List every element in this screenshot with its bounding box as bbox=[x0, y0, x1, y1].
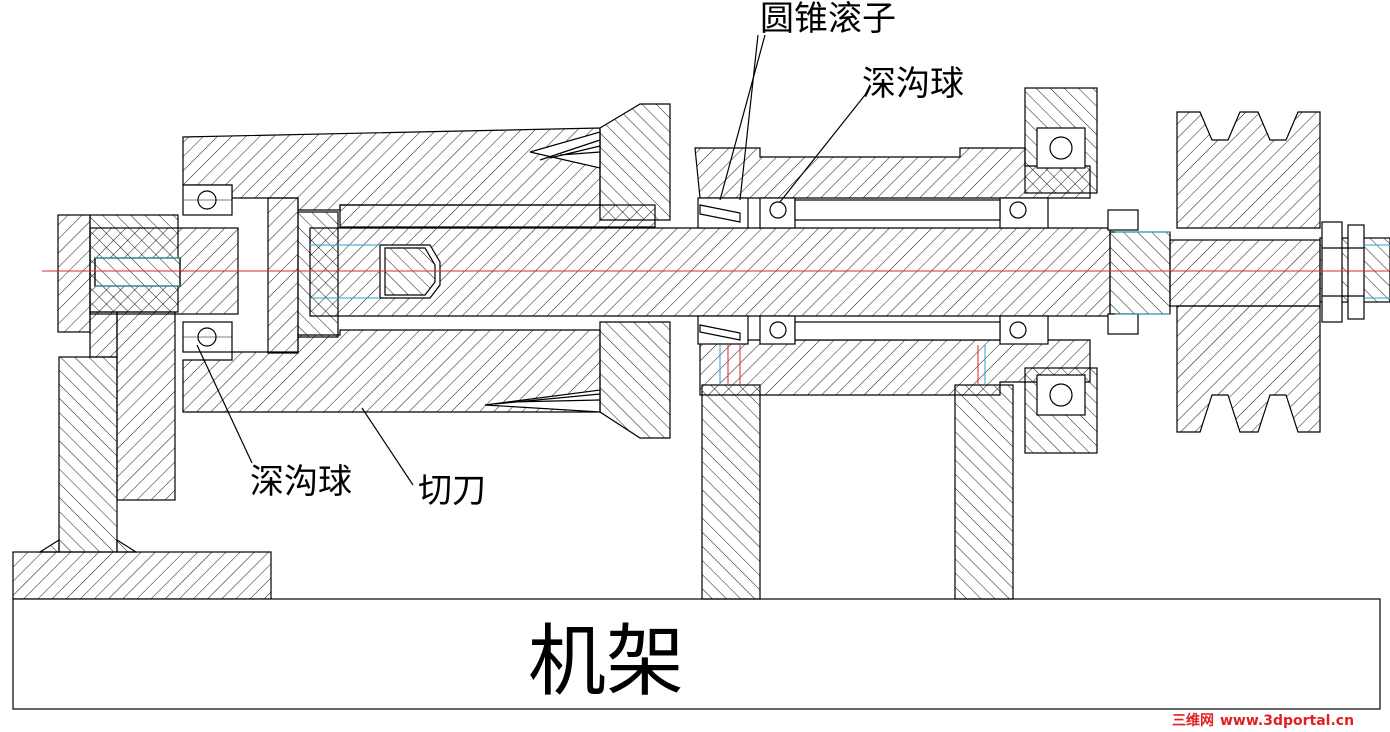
tapered-roller-top bbox=[697, 197, 749, 229]
cutter-housing-upper bbox=[182, 127, 601, 211]
right-bearing-block bbox=[1024, 87, 1098, 454]
middle-housing-lower bbox=[699, 339, 1091, 396]
middle-support-right bbox=[954, 384, 1014, 600]
label-deep-groove-ball-top: 深沟球 bbox=[862, 64, 964, 104]
red-mark-lines bbox=[727, 345, 979, 385]
left-ball-bearing-top bbox=[182, 184, 233, 216]
cutter-housing-lower bbox=[182, 329, 601, 413]
spacer-tube bbox=[794, 199, 1001, 341]
deep-groove-bearing-right-top bbox=[999, 197, 1049, 229]
retaining-ring bbox=[1107, 209, 1139, 335]
label-tapered-roller: 圆锥滚子 bbox=[760, 0, 896, 39]
accent-lines bbox=[95, 231, 1390, 385]
left-bracket bbox=[89, 311, 176, 501]
left-base-plate bbox=[12, 551, 272, 600]
label-cutter: 切刀 bbox=[418, 471, 486, 511]
cutter-flange bbox=[599, 103, 671, 439]
deep-groove-bearing-right-bottom bbox=[999, 315, 1049, 345]
middle-support-left bbox=[701, 384, 761, 600]
left-ball-bearing-bottom bbox=[182, 321, 233, 353]
label-frame: 机架 bbox=[528, 617, 684, 707]
leader-lines bbox=[196, 34, 866, 486]
v-belt-pulley bbox=[1176, 111, 1321, 433]
tapered-roller-bottom bbox=[697, 315, 749, 345]
key-strip bbox=[339, 204, 656, 228]
right-end-nut bbox=[1321, 221, 1365, 323]
watermark-url: www.3dportal.cn bbox=[1220, 713, 1354, 729]
deep-groove-bearing-mid-top bbox=[759, 197, 796, 229]
watermark: 三维网 www.3dportal.cn bbox=[1172, 712, 1354, 729]
label-deep-groove-ball-bottom: 深沟球 bbox=[250, 462, 352, 502]
left-post bbox=[37, 356, 139, 553]
deep-groove-bearing-mid-bottom bbox=[759, 315, 796, 345]
frame-box bbox=[12, 598, 1381, 710]
main-shaft bbox=[309, 227, 1111, 317]
watermark-prefix: 三维网 bbox=[1172, 712, 1214, 729]
